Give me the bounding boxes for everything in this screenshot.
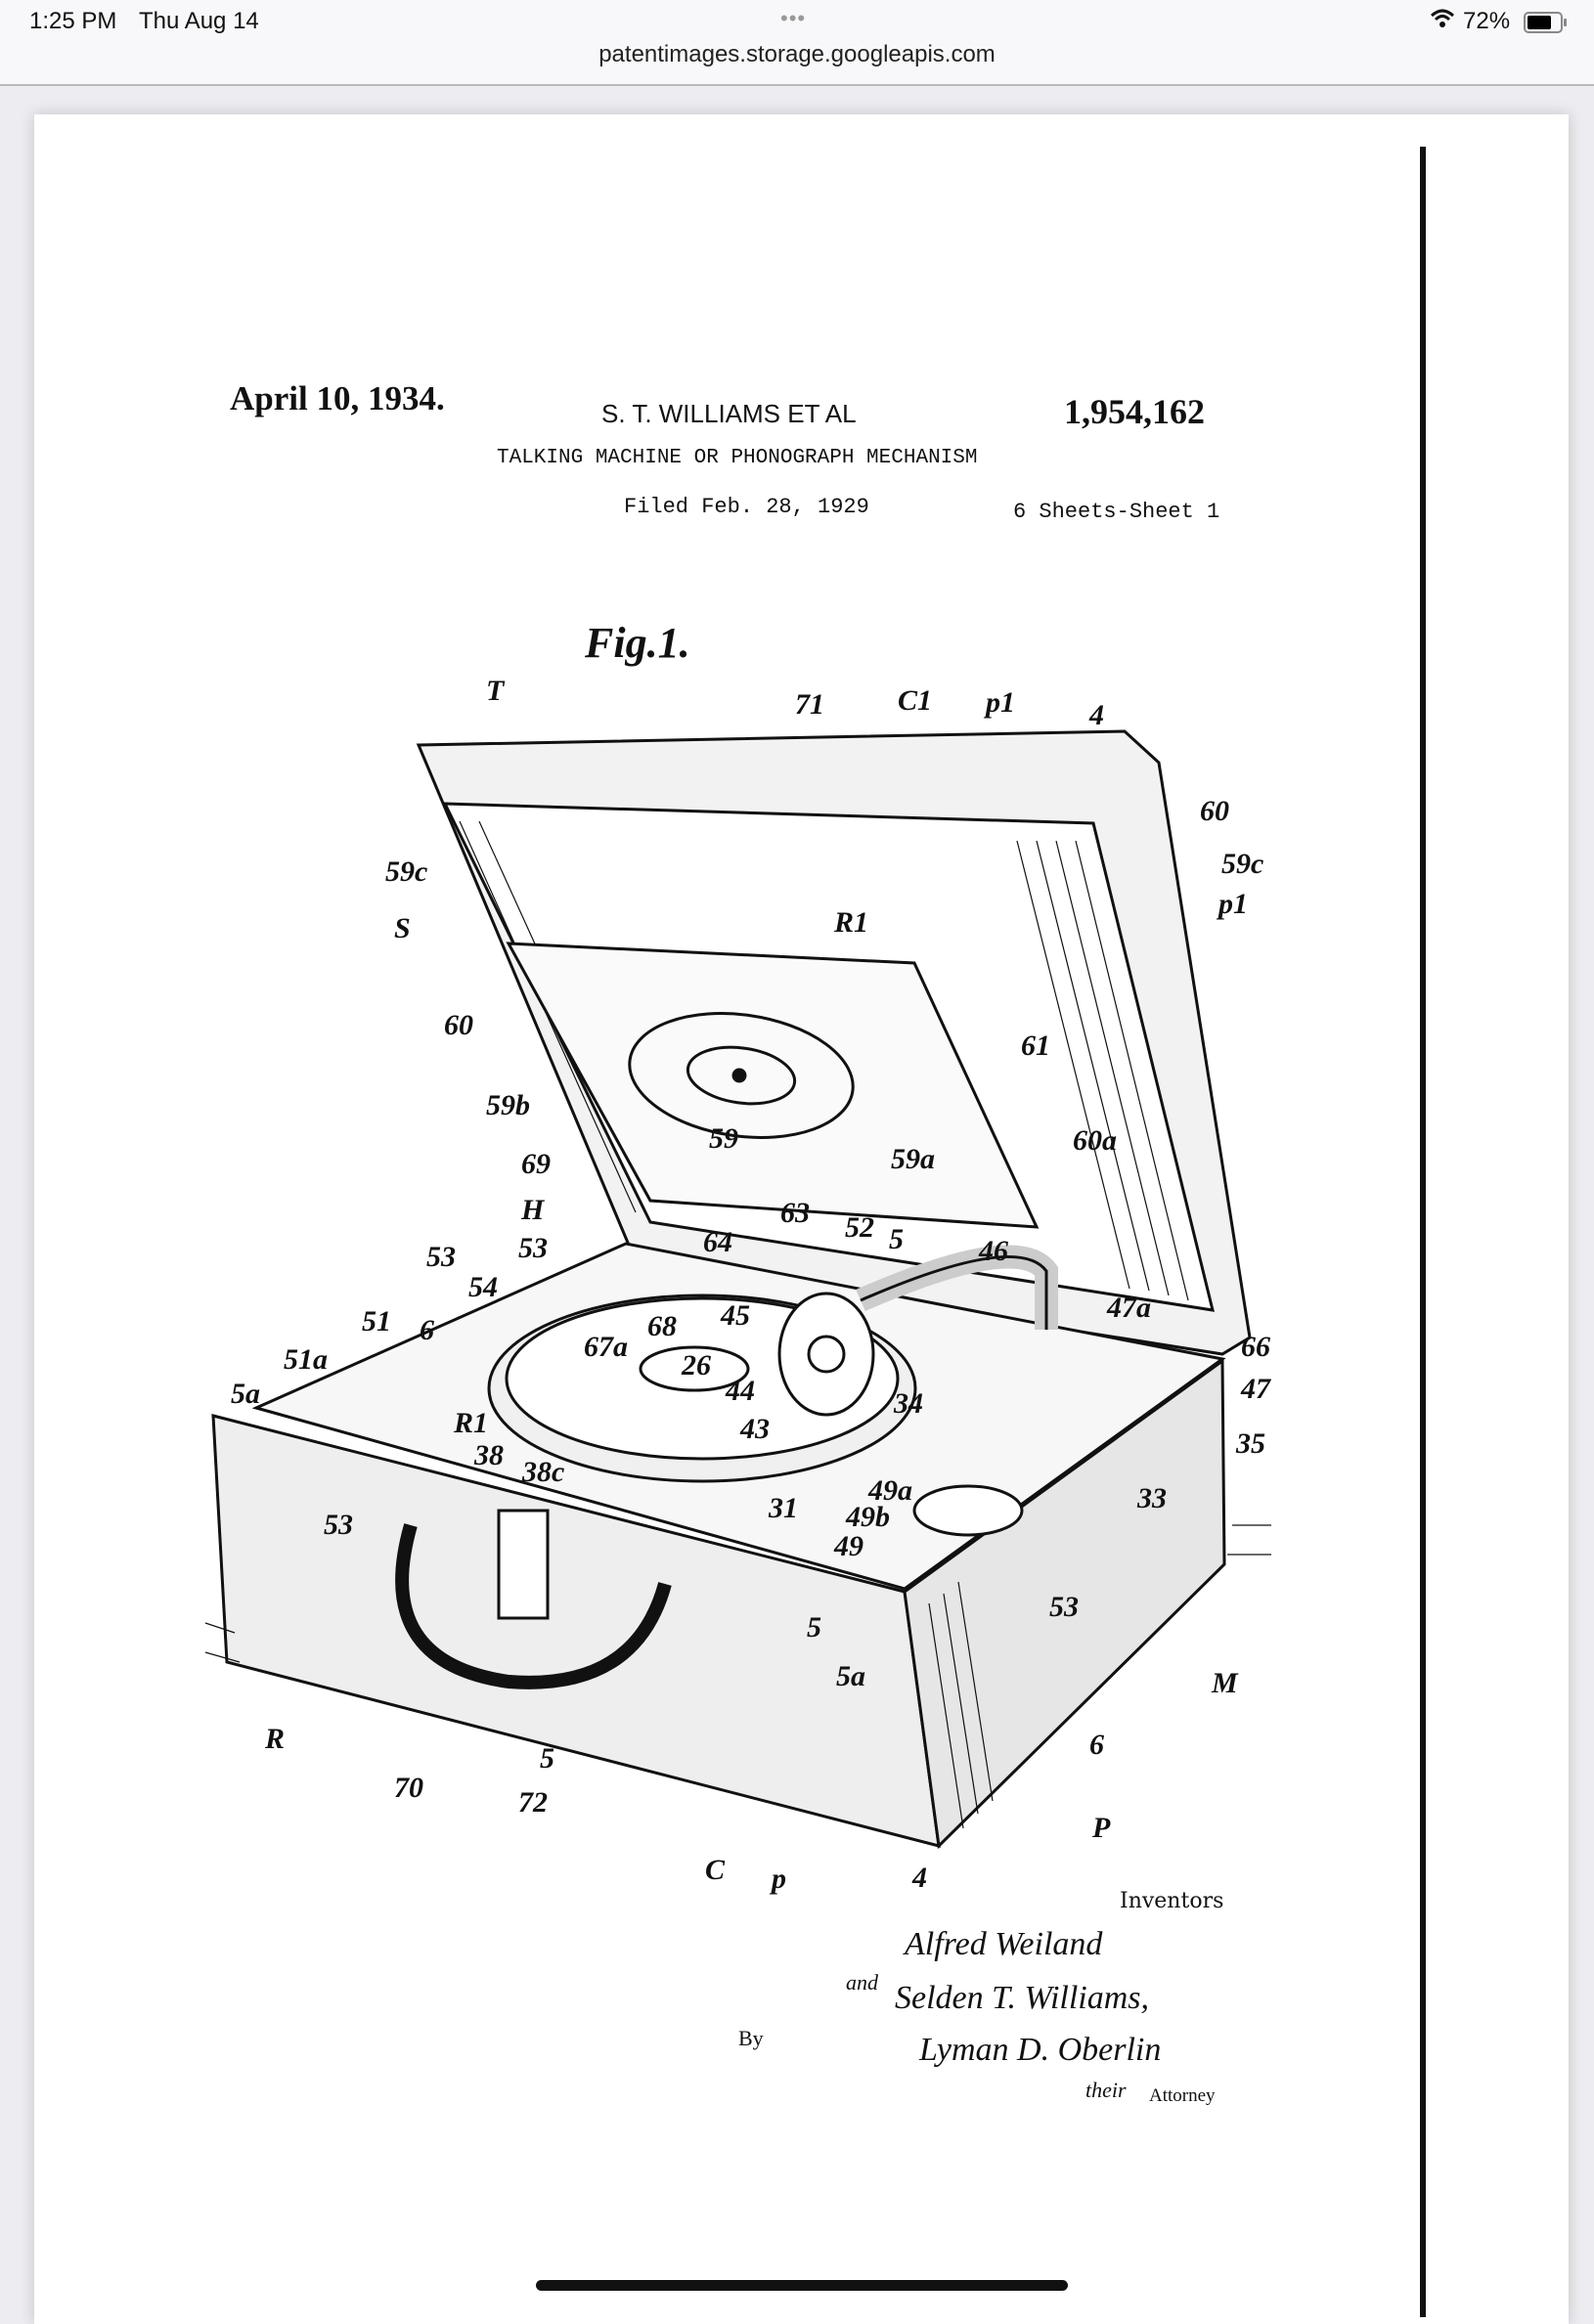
reference-label: 59c <box>1221 848 1264 880</box>
reference-label: 43 <box>740 1413 770 1445</box>
reference-label: 70 <box>394 1772 423 1804</box>
handle <box>395 1523 672 1689</box>
case-side-hatching <box>928 1581 994 1829</box>
latch <box>497 1509 550 1620</box>
reference-label: 59 <box>709 1122 738 1155</box>
reference-label: H <box>521 1194 545 1226</box>
reference-label: 49a <box>868 1474 912 1507</box>
reference-label: 47a <box>1107 1292 1151 1324</box>
inventors-label: Inventors <box>1120 1889 1224 1913</box>
attorney-signature: Lyman D. Oberlin <box>919 2032 1162 2068</box>
status-bar: 1:25 PM Thu Aug 14 ••• patentimages.stor… <box>0 0 1594 86</box>
home-indicator[interactable] <box>536 2280 1068 2291</box>
reference-label: 46 <box>979 1235 1008 1267</box>
reference-label: P <box>1092 1812 1111 1844</box>
reference-label: R1 <box>834 906 869 939</box>
shadow-hatching <box>204 1524 1271 1663</box>
reference-label: 61 <box>1021 1030 1050 1062</box>
reference-label: 51a <box>284 1343 328 1376</box>
figure-label: Fig.1. <box>585 619 690 667</box>
filed-date: Filed Feb. 28, 1929 <box>624 495 869 519</box>
status-time: 1:25 PM <box>29 8 117 34</box>
reference-label: 33 <box>1137 1482 1167 1514</box>
reference-label: p1 <box>986 686 1015 719</box>
reference-label: 6 <box>1089 1729 1104 1761</box>
reference-label: 53 <box>426 1241 456 1273</box>
stored-record <box>628 1012 855 1139</box>
crank-cup <box>912 1484 1024 1537</box>
reference-label: 59c <box>385 855 428 888</box>
sheet-count: 6 Sheets-Sheet 1 <box>1013 500 1220 524</box>
record-tray <box>506 942 1040 1229</box>
reference-label: 47 <box>1241 1373 1270 1405</box>
reference-label: 52 <box>845 1211 874 1244</box>
reference-label: 51 <box>362 1305 391 1337</box>
reference-label: M <box>1212 1667 1238 1699</box>
reference-label: 5 <box>540 1742 554 1775</box>
reference-label: 49b <box>846 1501 890 1533</box>
reference-label: 26 <box>682 1349 711 1381</box>
reference-label: 5a <box>836 1660 865 1692</box>
inventor-signature-1: Alfred Weiland <box>905 1926 1103 1962</box>
reference-label: 68 <box>647 1310 677 1342</box>
reference-label: 59b <box>486 1089 530 1121</box>
page-border-line <box>1420 147 1426 2317</box>
reference-label: 6 <box>420 1314 434 1346</box>
reference-label: 53 <box>1049 1591 1079 1623</box>
reference-label: 60 <box>444 1009 473 1041</box>
reference-label: 5 <box>889 1223 904 1255</box>
reference-label: 72 <box>518 1786 548 1819</box>
reference-label: 35 <box>1236 1427 1265 1460</box>
reference-label: 71 <box>795 688 824 721</box>
signature-and: and <box>846 1970 878 1995</box>
reference-label: S <box>394 912 411 944</box>
case-right <box>903 1358 1226 1850</box>
patent-number: 1,954,162 <box>1064 392 1205 431</box>
reference-label: p1 <box>1218 888 1248 920</box>
reference-label: 34 <box>894 1387 923 1420</box>
reference-label: 60 <box>1200 795 1229 827</box>
reference-label: C <box>705 1854 726 1886</box>
reference-label: 59a <box>891 1143 935 1175</box>
reference-label: T <box>486 675 505 707</box>
signature-their: their <box>1085 2078 1127 2102</box>
battery-icon <box>1524 12 1567 33</box>
reference-label: 31 <box>769 1492 798 1524</box>
reference-label: 54 <box>468 1271 498 1303</box>
reference-label: R <box>265 1723 286 1755</box>
patent-title: TALKING MACHINE OR PHONOGRAPH MECHANISM <box>497 447 978 469</box>
reference-label: 53 <box>324 1509 353 1541</box>
address-bar-url[interactable]: patentimages.storage.googleapis.com <box>598 41 996 67</box>
reference-label: p <box>772 1863 786 1895</box>
attorney-label: Attorney <box>1149 2085 1216 2106</box>
reference-label: 4 <box>912 1862 927 1894</box>
wifi-icon <box>1430 8 1455 35</box>
reference-label: 49 <box>834 1530 863 1562</box>
reference-label: C1 <box>898 684 933 717</box>
reference-label: 38c <box>522 1456 565 1488</box>
reference-label: 45 <box>721 1299 750 1332</box>
signature-by: By <box>738 2026 764 2050</box>
reference-label: 53 <box>518 1232 548 1264</box>
reference-label: 60a <box>1073 1124 1117 1157</box>
inventor-signature-2: Selden T. Williams, <box>895 1980 1150 2016</box>
reference-label: 69 <box>521 1148 551 1180</box>
reference-label: 63 <box>780 1197 810 1229</box>
reference-label: 64 <box>703 1226 732 1258</box>
reference-label: 44 <box>726 1375 755 1407</box>
reference-label: R1 <box>454 1407 489 1439</box>
patent-inventor-header: S. T. WILLIAMS ET AL <box>601 399 857 428</box>
reference-label: 66 <box>1241 1331 1270 1363</box>
reference-label: 38 <box>474 1439 504 1471</box>
multitasking-dots[interactable]: ••• <box>780 6 807 30</box>
patent-date: April 10, 1934. <box>230 379 445 417</box>
reference-label: 67a <box>584 1331 628 1363</box>
reference-label: 5a <box>231 1378 260 1410</box>
reference-label: 4 <box>1089 699 1104 731</box>
battery-percent: 72% <box>1463 8 1511 34</box>
reference-label: 5 <box>807 1611 821 1644</box>
status-date: Thu Aug 14 <box>139 8 259 34</box>
soundbox <box>777 1292 875 1417</box>
